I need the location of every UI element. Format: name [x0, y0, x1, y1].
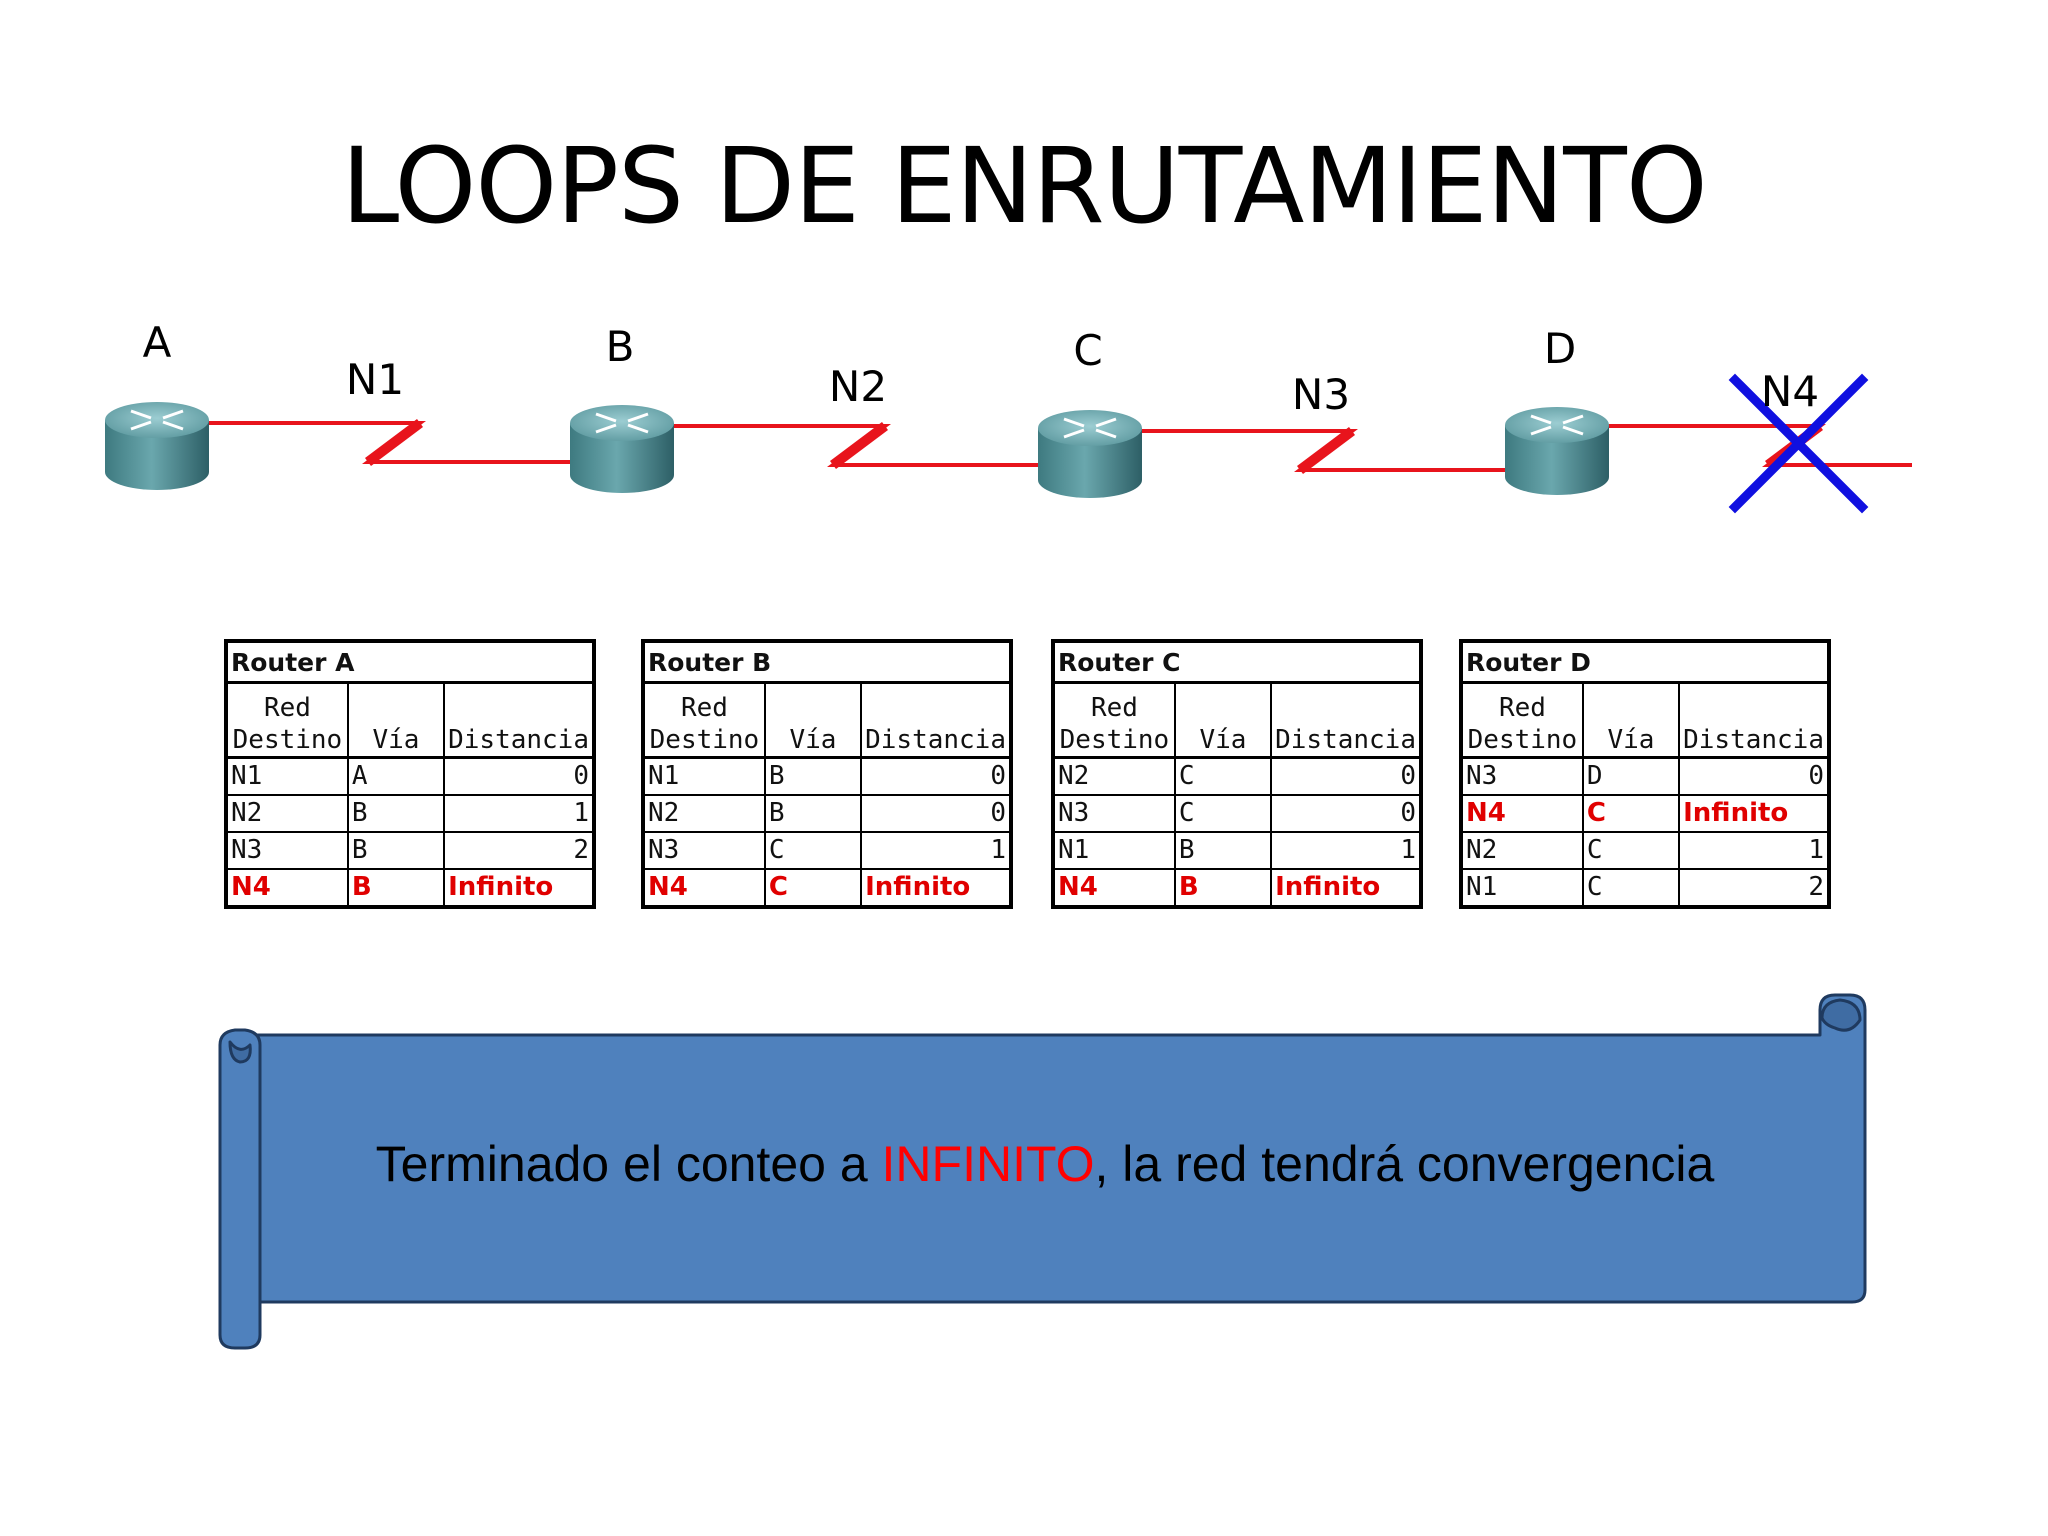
- link-n1: [205, 419, 570, 466]
- table-title: Router C: [1053, 641, 1421, 684]
- header-distancia: Distancia: [1270, 681, 1421, 759]
- router-b-label: B: [605, 322, 635, 371]
- network-n4-label: N4: [1760, 367, 1820, 416]
- banner-text-before: Terminado el conteo a: [375, 1136, 882, 1192]
- banner-text-highlight: INFINITO: [881, 1136, 1095, 1192]
- network-failure-x-icon: [1728, 373, 1869, 514]
- router-c-icon: [1038, 410, 1142, 498]
- network-n3-label: N3: [1291, 370, 1351, 419]
- header-distancia: Distancia: [443, 681, 594, 759]
- header-distancia: Distancia: [860, 681, 1011, 759]
- table-title: Router D: [1461, 641, 1829, 684]
- table-title: Router B: [643, 641, 1011, 684]
- link-n3: [1140, 427, 1510, 474]
- banner-message: Terminado el conteo a INFINITO, la red t…: [210, 1135, 1880, 1193]
- router-a-icon: [105, 402, 209, 490]
- link-n4: [1605, 422, 1912, 469]
- header-via: Vía: [346, 681, 446, 759]
- router-d-label: D: [1543, 324, 1577, 373]
- network-topology-diagram: [105, 373, 1912, 514]
- scroll-banner-shape: [218, 993, 1867, 1350]
- table-title: Router A: [226, 641, 594, 684]
- router-d-icon: [1505, 407, 1609, 495]
- network-n1-label: N1: [345, 355, 405, 404]
- router-a-label: A: [142, 318, 172, 367]
- network-n2-label: N2: [828, 362, 888, 411]
- banner-text-after: , la red tendrá convergencia: [1094, 1136, 1715, 1192]
- router-b-icon: [570, 405, 674, 493]
- link-n2: [670, 422, 1040, 469]
- header-via: Vía: [1581, 681, 1681, 759]
- slide-title: LOOPS DE ENRUTAMIENTO: [341, 125, 1707, 247]
- header-via: Vía: [763, 681, 863, 759]
- header-distancia: Distancia: [1678, 681, 1829, 759]
- header-via: Vía: [1173, 681, 1273, 759]
- router-c-label: C: [1073, 326, 1103, 375]
